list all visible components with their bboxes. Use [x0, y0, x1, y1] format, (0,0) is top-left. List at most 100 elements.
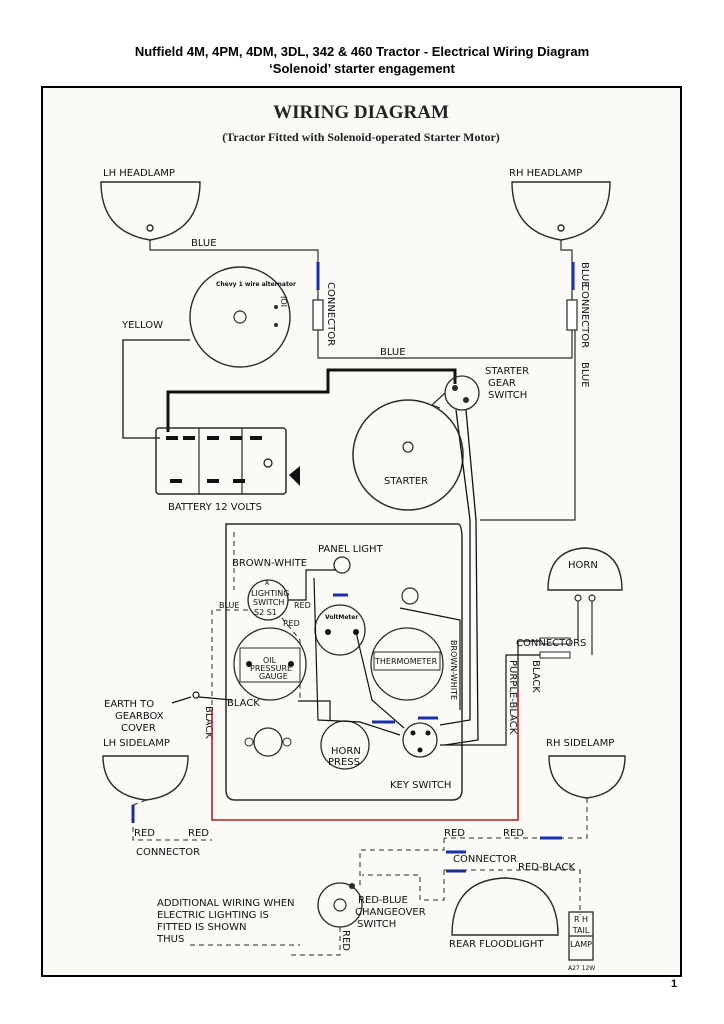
connector-rh-label: CONNECTOR — [579, 284, 590, 348]
connector-left-label: CONNECTOR — [136, 847, 200, 858]
wire-label-black-gauge: BLACK — [227, 698, 260, 709]
wire-label-yellow: YELLOW — [121, 320, 163, 331]
earth-arrow — [171, 696, 192, 704]
connectors-label: CONNECTORS — [516, 638, 586, 649]
wire-label-blue-rh-1: BLUE — [579, 262, 590, 288]
starter-switch-wires — [439, 409, 479, 746]
wire-label-black-earth: BLACK — [203, 706, 214, 739]
starter-label: STARTER — [384, 476, 428, 487]
wire-label-blue-rh-2: BLUE — [579, 362, 590, 388]
wire-label-red-vertical: RED — [340, 930, 351, 951]
earth-label-2: GEARBOX — [115, 711, 164, 722]
starter-gear-switch-label-3: SWITCH — [488, 390, 527, 401]
tail-lamp-label-3: LAMP — [570, 940, 592, 949]
oil-pressure-label-3: GAUGE — [259, 672, 288, 681]
connector-horn-2 — [539, 651, 571, 659]
changeover-label-1: RED-BLUE — [358, 895, 408, 906]
rear-floodlight — [451, 877, 559, 936]
panel-light-label: PANEL LIGHT — [318, 544, 384, 555]
lh-sidelamp-wire — [132, 799, 212, 841]
connector-lh — [312, 299, 324, 331]
panel-bulb — [401, 587, 419, 605]
note-line-3: FITTED IS SHOWN — [157, 922, 247, 933]
voltmeter — [314, 604, 366, 656]
wire-label-purple-black: PURPLE-BLACK — [507, 660, 518, 735]
diagram-frame — [41, 86, 682, 977]
lh-sidelamp — [102, 755, 189, 801]
rh-sidelamp — [548, 755, 626, 799]
note-line-1: ADDITIONAL WIRING WHEN — [157, 898, 295, 909]
rh-sidelamp-wire — [444, 798, 588, 839]
document-subtitle: ‘Solenoid’ starter engagement — [269, 61, 455, 76]
changeover-switch — [317, 882, 363, 928]
wire-label-brown-white-1: BROWN-WHITE — [232, 558, 307, 569]
wire-label-red-switch-1: RED — [294, 601, 311, 610]
rh-headlamp-label: RH HEADLAMP — [509, 168, 582, 179]
connector-right-label: CONNECTOR — [453, 854, 517, 865]
earth-label-1: EARTH TO — [104, 699, 154, 710]
horn-label: HORN — [568, 560, 598, 571]
oil-pressure-gauge — [233, 627, 307, 701]
panel-wiring — [288, 569, 461, 736]
wire-label-red-left-2: RED — [188, 828, 209, 839]
diagram-heading: WIRING DIAGRAM — [273, 102, 449, 123]
battery — [155, 427, 300, 495]
starter-gear-switch-label-2: GEAR — [488, 378, 516, 389]
battery-starter-cable — [166, 368, 457, 432]
connector-rh — [566, 299, 578, 331]
alternator-mark: IOI — [279, 296, 288, 307]
key-switch — [402, 722, 438, 758]
wire-label-red-right-2: RED — [503, 828, 524, 839]
earth-wire — [198, 696, 233, 701]
horn-purple-black-wire — [440, 654, 540, 746]
lh-sidelamp-label: LH SIDELAMP — [103, 738, 170, 749]
wire-label-red-right-1: RED — [444, 828, 465, 839]
wire-label-blue-mid: BLUE — [380, 347, 406, 358]
thermometer — [370, 627, 444, 701]
thermometer-label: THERMOMETER — [374, 657, 438, 666]
lighting-switch-label-3: SWITCH — [253, 598, 284, 607]
wire-label-black-right: BLACK — [530, 660, 541, 693]
instrument-panel — [225, 523, 463, 801]
wire-label-brown-white-2: BROWN-WHITE — [449, 640, 458, 700]
wire-label-red-black: RED-BLACK — [518, 862, 576, 873]
yellow-wire — [122, 339, 190, 439]
wire-label-blue-switch: BLUE — [219, 601, 239, 610]
starter-gear-switch — [430, 375, 480, 411]
starter-gear-switch-label-1: STARTER — [485, 366, 529, 377]
oil-pressure-label-1: OIL — [263, 656, 277, 665]
rh-headlamp — [511, 181, 611, 241]
horn-press-label-1: HORN — [331, 746, 361, 757]
panel-light — [333, 556, 351, 574]
key-switch-label: KEY SWITCH — [390, 780, 451, 791]
diagram-subheading: (Tractor Fitted with Solenoid-operated S… — [222, 130, 500, 144]
wire-label-blue-top: BLUE — [191, 238, 217, 249]
earth-point — [192, 691, 200, 699]
horn-black-wire — [517, 640, 540, 690]
horn — [547, 547, 623, 602]
part-code: A27 12W — [568, 965, 595, 972]
horn-press-label-2: PRESS — [328, 757, 360, 768]
note-line-4: THUS — [156, 934, 184, 945]
lighting-switch-label-4: S2 S1 — [254, 608, 277, 617]
red-main-wire — [211, 690, 519, 821]
earth-label-3: COVER — [121, 723, 156, 734]
rh-tail-lamp — [568, 911, 594, 961]
document-title: Nuffield 4M, 4PM, 4DM, 3DL, 342 & 460 Tr… — [134, 44, 590, 59]
additional-dashed-wiring — [290, 838, 581, 956]
lh-headlamp — [100, 181, 201, 241]
changeover-label-3: SWITCH — [357, 919, 396, 930]
wire-label-red-switch-2: RED — [283, 619, 300, 628]
lighting-switch-label-2: LIGHTING — [251, 589, 289, 598]
lh-headlamp-label: LH HEADLAMP — [103, 168, 175, 179]
horn-wires — [577, 601, 593, 655]
voltmeter-label: VoltMeter — [325, 614, 358, 621]
tail-lamp-label-1: R H — [574, 915, 588, 924]
rear-floodlight-label: REAR FLOODLIGHT — [449, 939, 544, 950]
panel-plug — [244, 727, 292, 757]
battery-label: BATTERY 12 VOLTS — [168, 502, 262, 513]
lighting-switch-label-1: A — [265, 580, 270, 587]
page-number: 1 — [671, 978, 678, 990]
rh-sidelamp-label: RH SIDELAMP — [546, 738, 614, 749]
